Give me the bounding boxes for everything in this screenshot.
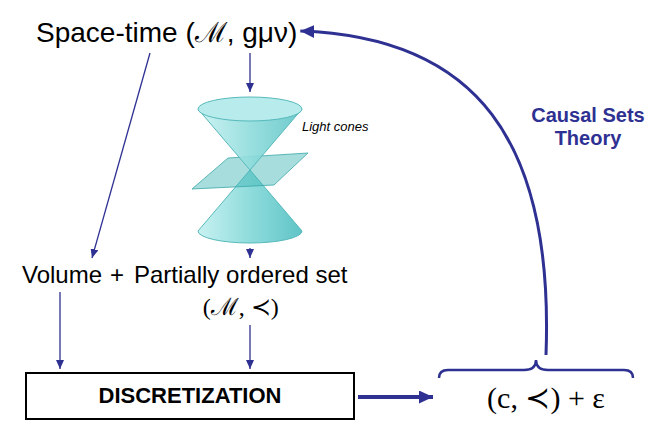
node-text: Light cones [302, 119, 369, 134]
curved-arrow [300, 31, 546, 355]
spacetime-title: Space-time (ℳ, gμν) [36, 12, 297, 50]
node-text: DISCRETIZATION [99, 383, 282, 409]
curly-brace [436, 358, 636, 380]
edge-label: Causal Sets Theory [528, 104, 648, 150]
node-subtext: (ℳ, ≺) [134, 289, 347, 322]
plus-sign: + [110, 261, 124, 289]
process-box: DISCRETIZATION [25, 372, 355, 420]
light-cone-illustration [190, 95, 310, 245]
node-text: Partially ordered set [134, 261, 347, 289]
flow-arrow [249, 53, 250, 92]
flow-arrow [249, 325, 250, 369]
flow-arrow [249, 248, 250, 258]
flow-arrow [92, 53, 150, 258]
node-text: (c, ≺) + ε [436, 380, 656, 415]
causal-set-node: (c, ≺) + ε [436, 358, 656, 415]
flow-arrow [59, 292, 60, 369]
light-cone-node: Light cones [190, 95, 389, 245]
volume-label: Volume [22, 261, 102, 289]
flow-arrow [358, 395, 433, 399]
poset-label: Partially ordered set(ℳ, ≺) [134, 261, 347, 322]
node-text: Volume [22, 261, 102, 289]
node-text: Space-time (ℳ, gμν) [36, 12, 297, 50]
